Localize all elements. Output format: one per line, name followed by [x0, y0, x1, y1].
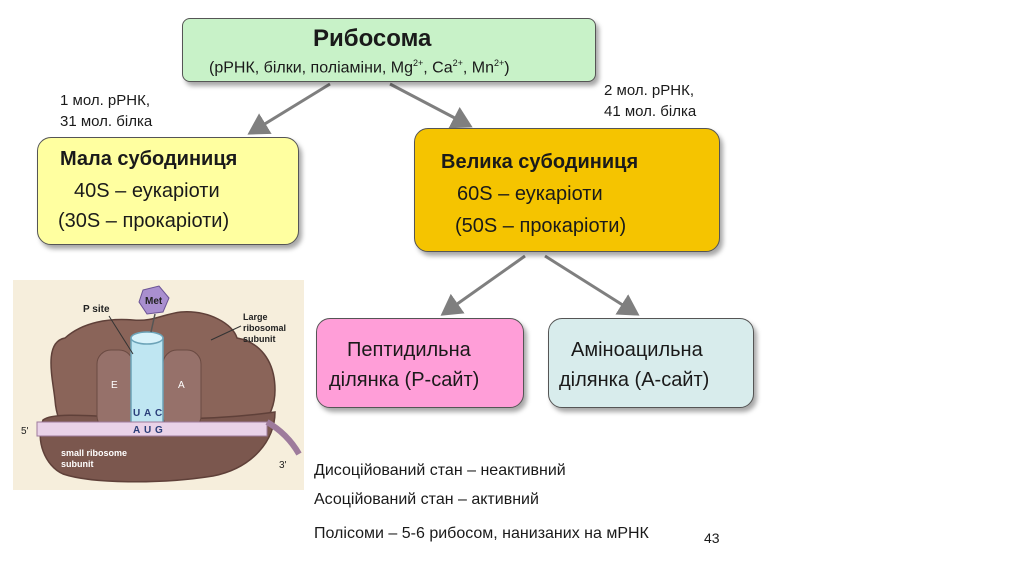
large-label-3: subunit	[243, 334, 276, 344]
ribosome-composition: (рРНК, білки, поліаміни, Mg2+, Ca2+, Mn2…	[209, 58, 510, 77]
small-subunit-note: 1 мол. рРНК, 31 мол. білка	[60, 90, 152, 132]
met-link	[150, 313, 156, 333]
mn-charge: 2+	[494, 58, 505, 68]
met-hexagon	[138, 285, 170, 315]
anticodon-3: C	[155, 408, 162, 419]
composition-prefix: (рРНК, білки, поліаміни, Mg	[209, 59, 413, 77]
mrna-strand	[36, 421, 268, 437]
p-site-label: P site	[83, 304, 110, 315]
large-label-2: ribosomal	[243, 323, 286, 333]
small-note-line-2: 31 мол. білка	[60, 113, 153, 130]
anticodon-2: A	[144, 408, 151, 419]
e-site-label: E	[111, 380, 118, 391]
mg-charge: 2+	[413, 58, 424, 68]
met-label: Met	[145, 296, 163, 307]
large-subunit-title: Велика субодиниця	[441, 151, 639, 173]
large-note-line-2: 41 мол. білка	[604, 103, 697, 120]
anticodon-1: U	[133, 408, 140, 419]
arrow-to-small-subunit	[247, 82, 331, 135]
arrow-to-a-site	[544, 254, 640, 316]
statement-associated: Асоційований стан – активний	[314, 491, 539, 508]
small-label-2: subunit	[61, 459, 94, 469]
p-site-line-2: ділянка (Р-сайт)	[329, 369, 480, 391]
statement-polysomes: Полісоми – 5-6 рибосом, нанизаних на мРН…	[314, 525, 649, 542]
ribosome-illustration: Met P site Large ribosomal subunit E A U…	[13, 280, 304, 490]
arrow-to-p-site	[440, 254, 526, 316]
large-subunit-note: 2 мол. рРНК, 41 мол. білка	[604, 80, 696, 122]
codon-2: U	[144, 425, 151, 436]
three-prime-label: 3'	[279, 460, 287, 471]
composition-mn: , Mn	[462, 59, 494, 77]
ribosome-box: Рибосома (рРНК, білки, поліаміни, Mg2+, …	[182, 18, 596, 82]
mrna-tail	[265, 419, 302, 456]
large-note-line-1: 2 мол. рРНК,	[604, 82, 695, 99]
large-subunit-euk: 60S – еукаріоти	[457, 183, 603, 205]
small-subunit-title: Мала субодиниця	[60, 148, 238, 170]
a-site-label: A	[178, 380, 185, 391]
composition-ca: , Ca	[423, 59, 453, 77]
composition-suffix: )	[504, 59, 510, 77]
trna-body	[130, 337, 164, 431]
codon-3: G	[155, 425, 163, 436]
ca-charge: 2+	[452, 58, 463, 68]
a-site-line-1: Аміноацильна	[571, 339, 703, 361]
five-prime-label: 5'	[21, 426, 29, 437]
large-subunit-box: Велика субодиниця 60S – еукаріоти (50S –…	[414, 128, 720, 252]
page-number: 43	[704, 530, 720, 546]
small-subunit-prok: (30S – прокаріоти)	[58, 210, 230, 232]
small-subunit-box: Мала субодиниця 40S – еукаріоти (30S – п…	[37, 137, 299, 245]
codon-1: A	[133, 425, 140, 436]
p-site-box: Пептидильна ділянка (Р-сайт)	[316, 318, 524, 408]
trna-top	[130, 331, 164, 345]
small-note-line-1: 1 мол. рРНК,	[60, 92, 151, 109]
a-site-box: Аміноацильна ділянка (А-сайт)	[548, 318, 754, 408]
statement-dissociated: Дисоційований стан – неактивний	[314, 462, 566, 479]
large-subunit-prok: (50S – прокаріоти)	[455, 215, 627, 237]
arrow-to-large-subunit	[389, 82, 473, 129]
small-subunit-euk: 40S – еукаріоти	[74, 180, 220, 202]
large-label-1: Large	[243, 312, 268, 322]
small-label-1: small ribosome	[61, 448, 127, 458]
large-subunit-pointer	[210, 325, 242, 341]
a-site-line-2: ділянка (А-сайт)	[559, 369, 710, 391]
p-site-line-1: Пептидильна	[347, 339, 471, 361]
p-site-pointer	[108, 315, 134, 355]
ribosome-title: Рибосома	[313, 25, 432, 52]
